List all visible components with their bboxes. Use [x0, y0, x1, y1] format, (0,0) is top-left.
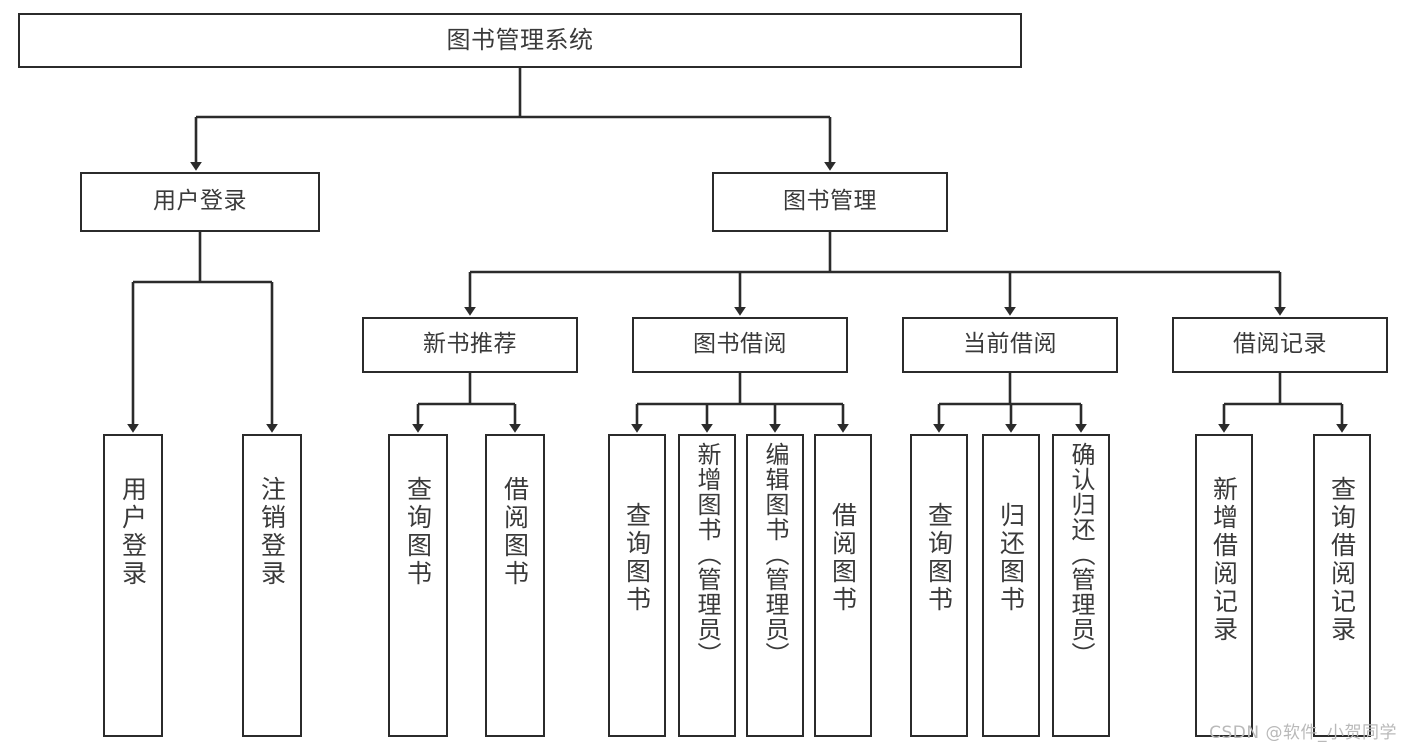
node-book-manage[interactable]: 图书管理 [712, 172, 948, 232]
node-root-system[interactable]: 图书管理系统 [18, 13, 1022, 68]
node-leaf-logout[interactable]: 注销登录 [242, 434, 302, 737]
node-user-login[interactable]: 用户登录 [80, 172, 320, 232]
node-label: 查询图书 [622, 502, 652, 614]
node-label: 新增图书（管理员） [693, 442, 721, 667]
node-label: 用户登录 [153, 188, 247, 215]
node-label: 用户登录 [118, 476, 148, 588]
node-current-borrow[interactable]: 当前借阅 [902, 317, 1118, 373]
node-leaf-return-book[interactable]: 归还图书 [982, 434, 1040, 737]
node-label: 归还图书 [996, 502, 1026, 614]
node-leaf-borrow-book-borrow[interactable]: 借阅图书 [814, 434, 872, 737]
node-label: 查询借阅记录 [1327, 476, 1357, 644]
node-book-borrow[interactable]: 图书借阅 [632, 317, 848, 373]
node-leaf-query-book-current[interactable]: 查询图书 [910, 434, 968, 737]
node-leaf-borrow-book-recommend[interactable]: 借阅图书 [485, 434, 545, 737]
node-leaf-confirm-return-admin[interactable]: 确认归还（管理员） [1052, 434, 1110, 737]
node-leaf-query-borrow-record[interactable]: 查询借阅记录 [1313, 434, 1371, 737]
node-leaf-edit-book-admin[interactable]: 编辑图书（管理员） [746, 434, 804, 737]
node-label: 借阅记录 [1233, 331, 1327, 358]
node-label: 确认归还（管理员） [1067, 442, 1095, 667]
node-label: 查询图书 [924, 502, 954, 614]
node-borrow-record[interactable]: 借阅记录 [1172, 317, 1388, 373]
node-label: 注销登录 [257, 476, 287, 588]
node-label: 图书管理系统 [446, 26, 594, 55]
node-leaf-add-book-admin[interactable]: 新增图书（管理员） [678, 434, 736, 737]
node-label: 图书借阅 [693, 331, 787, 358]
node-label: 图书管理 [783, 188, 877, 215]
node-label: 查询图书 [403, 476, 433, 588]
node-leaf-query-book-borrow[interactable]: 查询图书 [608, 434, 666, 737]
node-label: 新增借阅记录 [1209, 476, 1239, 644]
node-leaf-query-book-recommend[interactable]: 查询图书 [388, 434, 448, 737]
node-label: 借阅图书 [828, 502, 858, 614]
node-label: 借阅图书 [500, 476, 530, 588]
node-label: 当前借阅 [963, 331, 1057, 358]
node-label: 新书推荐 [423, 331, 517, 358]
node-leaf-add-borrow-record[interactable]: 新增借阅记录 [1195, 434, 1253, 737]
csdn-watermark: CSDN @软件_小贺同学 [1209, 723, 1397, 743]
node-leaf-user-login[interactable]: 用户登录 [103, 434, 163, 737]
node-label: 编辑图书（管理员） [761, 442, 789, 667]
node-new-book-recommend[interactable]: 新书推荐 [362, 317, 578, 373]
